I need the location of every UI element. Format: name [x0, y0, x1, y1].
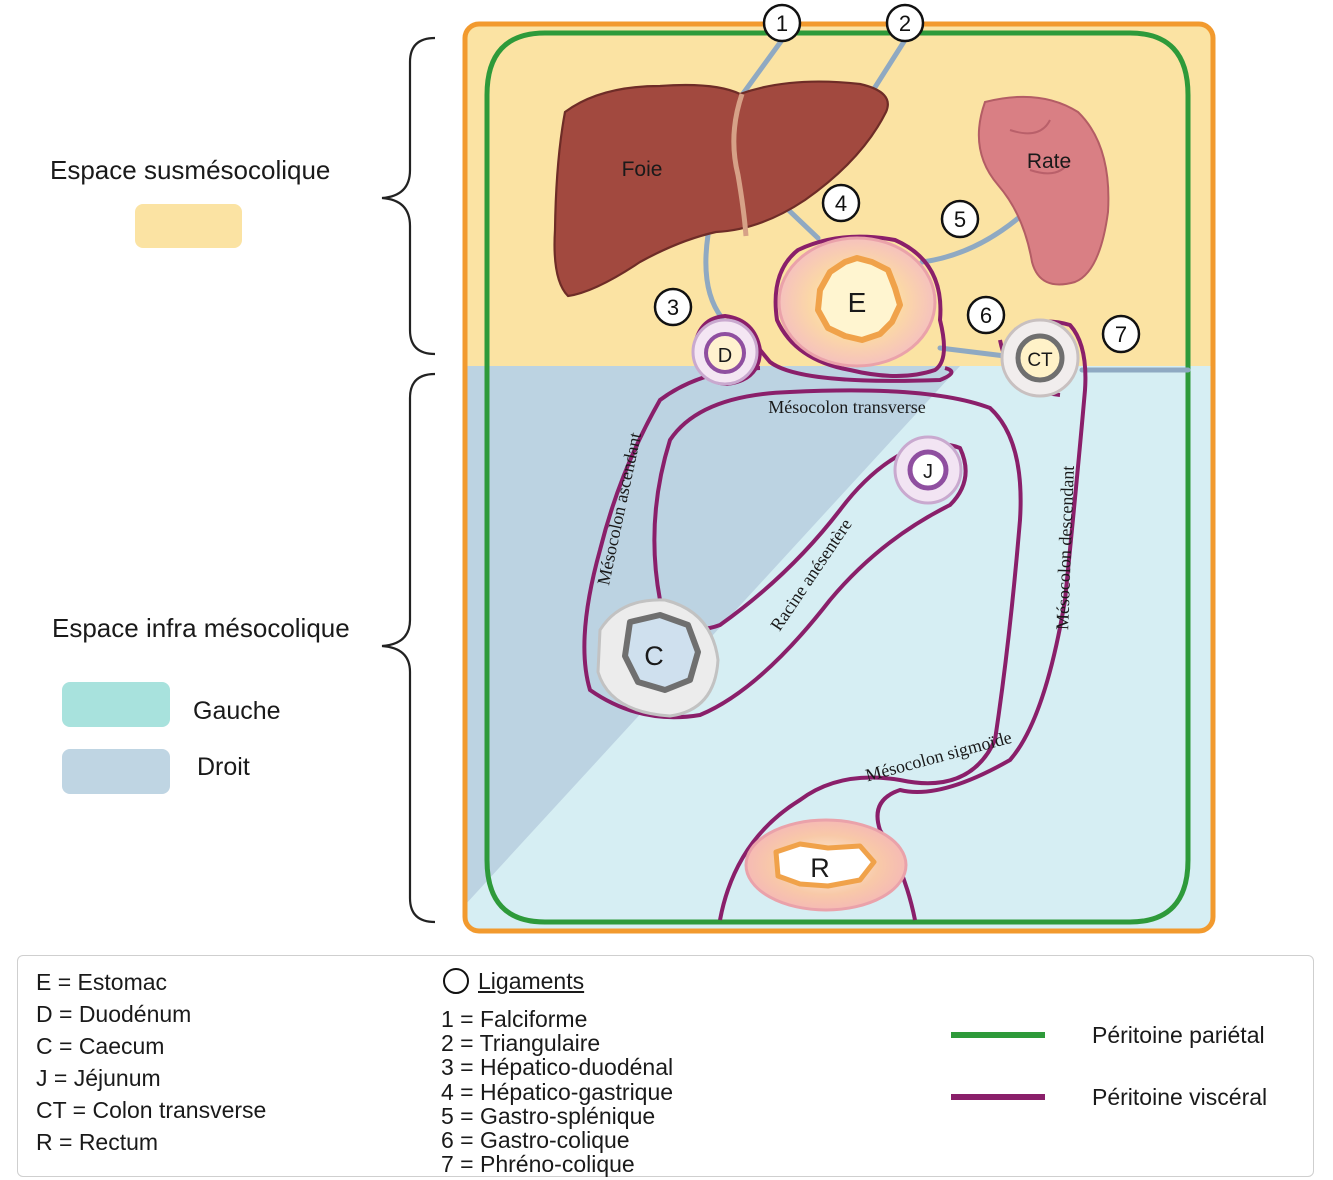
stomach	[777, 236, 937, 368]
svg-text:6: 6	[980, 303, 992, 328]
caecum-label: C	[644, 641, 664, 671]
infra-left-swatch	[62, 682, 170, 727]
svg-text:1: 1	[776, 11, 788, 36]
ligaments-title: Ligaments	[478, 968, 585, 994]
liver	[553, 80, 889, 298]
stomach-label: E	[848, 287, 867, 318]
spleen-label: Rate	[1027, 150, 1071, 173]
abbr-rectum: R = Rectum	[36, 1129, 159, 1155]
ligament-item-3: 3 = Hépatico-duodénal	[441, 1054, 674, 1080]
visceral-legend-label: Péritoine viscéral	[1092, 1084, 1268, 1110]
supra-space-brace	[381, 36, 436, 356]
abbr-colon-transverse: CT = Colon transverse	[36, 1097, 267, 1123]
infra-space-label: Espace infra mésocolique	[52, 613, 350, 643]
ligament-connectors	[703, 37, 1191, 373]
visceral-line-sample	[951, 1094, 1045, 1100]
colon-transverse-label: CT	[1027, 350, 1053, 371]
duodenum	[691, 318, 759, 386]
supra-space-label: Espace susmésocolique	[50, 155, 331, 185]
colon-transverse	[1000, 318, 1080, 398]
parietal-peritoneum	[484, 30, 1191, 925]
ligament-item-5: 5 = Gastro-splénique	[441, 1103, 656, 1129]
ligament-item-1: 1 = Falciforme	[441, 1006, 588, 1032]
rectum-label: R	[810, 853, 830, 883]
spleen	[977, 95, 1110, 286]
ligament-marker-2: 2	[885, 3, 925, 43]
spleen-folds	[1009, 119, 1071, 175]
transverse-mesocolon-label: Mésocolon transverse	[768, 397, 925, 417]
ligament-marker-1: 1	[762, 3, 802, 43]
parietal-legend-label: Péritoine pariétal	[1092, 1022, 1265, 1048]
ligament-item-7: 7 = Phréno-colique	[441, 1151, 635, 1177]
infra-right-swatch	[62, 749, 170, 794]
jejunum	[893, 435, 963, 505]
parietal-line-sample	[951, 1032, 1045, 1038]
ligament-item-6: 6 = Gastro-colique	[441, 1127, 630, 1153]
liver-falciform-fold	[731, 93, 749, 237]
caecum	[596, 598, 720, 718]
abbr-estomac: E = Estomac	[36, 969, 168, 995]
abbr-caecum: C = Caecum	[36, 1033, 165, 1059]
ligament-item-4: 4 = Hépatico-gastrique	[441, 1079, 674, 1105]
legend-panel: E = Estomac D = Duodénum C = Caecum J = …	[17, 955, 1314, 1177]
abdominal-frame	[462, 21, 1216, 934]
supra-space-swatch	[135, 204, 242, 248]
peritoneum-diagram: Foie Rate E D CT J C R Mésocolon transve…	[381, 3, 1216, 934]
ligament-circle-icon	[443, 968, 469, 994]
abbr-jejunum: J = Jéjunum	[36, 1065, 161, 1091]
rectum	[744, 818, 908, 912]
infra-right-label: Droit	[197, 753, 250, 781]
ligament-marker-5: 5	[940, 199, 980, 239]
liver-label: Foie	[622, 158, 663, 181]
ligament-marker-6: 6	[966, 295, 1006, 335]
ligament-marker-3: 3	[653, 287, 693, 327]
ligament-item-2: 2 = Triangulaire	[441, 1030, 601, 1056]
svg-text:3: 3	[667, 295, 679, 320]
svg-text:4: 4	[835, 191, 847, 216]
infra-left-label: Gauche	[193, 697, 281, 725]
ligament-marker-7: 7	[1101, 314, 1141, 354]
infra-space-brace	[381, 372, 436, 924]
ligament-marker-4: 4	[821, 183, 861, 223]
duodenum-label: D	[718, 345, 732, 367]
svg-text:5: 5	[954, 207, 966, 232]
svg-text:7: 7	[1115, 322, 1127, 347]
svg-text:2: 2	[899, 11, 911, 36]
jejunum-label: J	[923, 461, 933, 483]
abbr-duodenum: D = Duodénum	[36, 1001, 192, 1027]
